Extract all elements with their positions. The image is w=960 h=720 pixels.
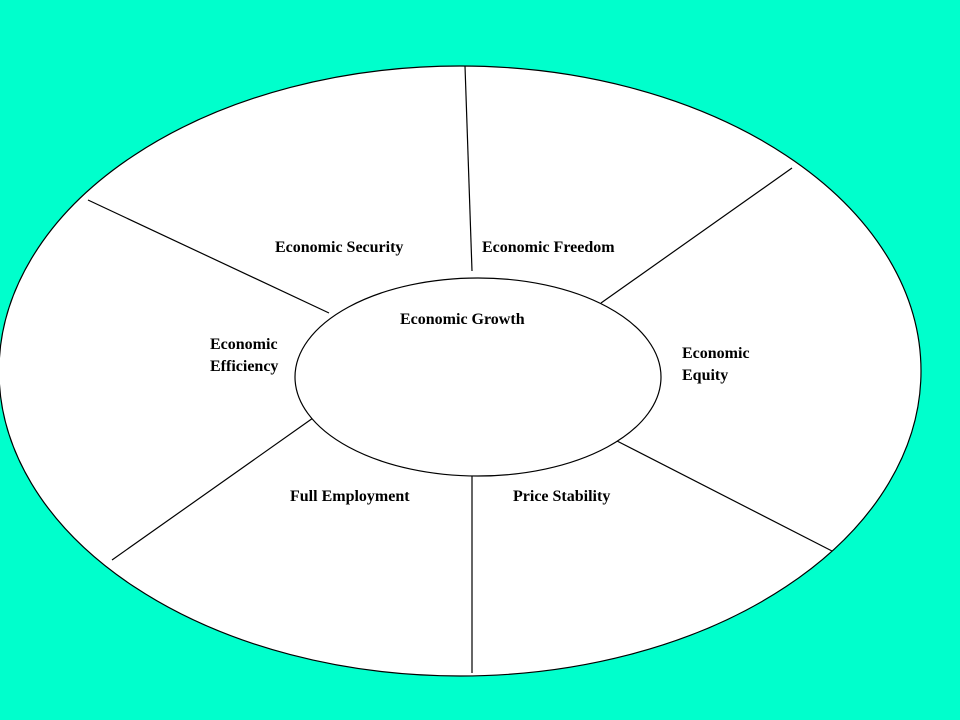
label-economic-freedom: Economic Freedom (482, 239, 615, 256)
center-ellipse (294, 277, 662, 477)
label-economic-growth: Economic Growth (400, 311, 525, 328)
label-economic-efficiency-line1: Economic (210, 336, 278, 353)
label-price-stability: Price Stability (513, 488, 611, 505)
label-economic-security: Economic Security (275, 239, 404, 256)
divider-line-top (464, 65, 473, 272)
divider-line-upper-left (87, 199, 330, 314)
divider-line-lower-right (616, 440, 833, 552)
label-economic-efficiency: Economic Efficiency (210, 334, 278, 378)
label-economic-equity: Economic Equity (682, 343, 750, 387)
label-full-employment: Full Employment (290, 488, 410, 505)
label-economic-equity-line2: Equity (682, 367, 729, 384)
label-economic-efficiency-line2: Efficiency (210, 358, 279, 375)
divider-line-upper-right (600, 167, 793, 304)
label-economic-equity-line1: Economic (682, 345, 750, 362)
divider-line-lower-left (111, 417, 314, 561)
